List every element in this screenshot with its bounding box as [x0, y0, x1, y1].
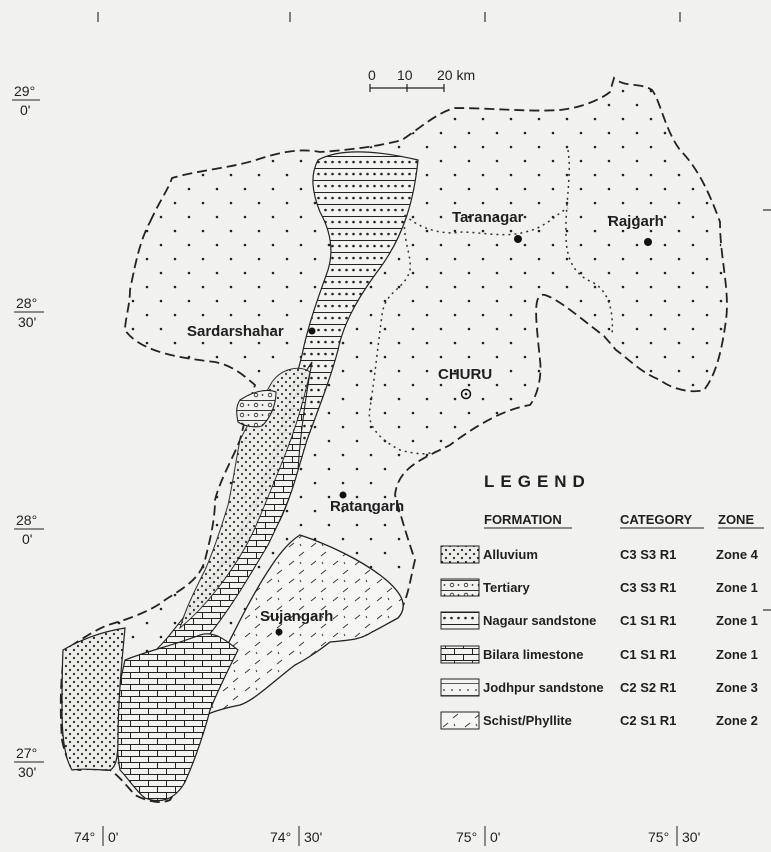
- legend-swatch-alluvium: [440, 545, 480, 564]
- scale-tick-20: 20 km: [437, 67, 475, 83]
- lat-28-deg: 28°: [16, 512, 37, 528]
- lon-74-30-min: 30': [304, 829, 322, 845]
- tertiary-patch: [236, 389, 277, 428]
- alluvium-belt: [179, 367, 311, 630]
- taranagar-marker: [514, 235, 522, 243]
- rajgarh-label: Rajgarh: [608, 213, 664, 230]
- legend-category-tertiary: C3 S3 R1: [620, 580, 676, 595]
- lat-28-30-deg: 28°: [16, 295, 37, 311]
- taranagar-label: Taranagar: [452, 209, 524, 226]
- legend-swatch-jodhpur: [440, 678, 480, 697]
- legend-header-zone: ZONE: [718, 512, 754, 527]
- district-boundary: [59, 76, 728, 803]
- legend-header-formation: FORMATION: [484, 512, 562, 527]
- lon-75-deg: 75°: [456, 829, 477, 845]
- legend-zone-alluvium: Zone 4: [716, 547, 759, 562]
- lon-74-30-deg: 74°: [270, 829, 291, 845]
- legend-zone-jodhpur: Zone 3: [716, 680, 758, 695]
- frame-ticks: [97, 12, 771, 611]
- legend-swatch-schist: [440, 711, 480, 730]
- lon-74-deg: 74°: [74, 829, 95, 845]
- legend-swatch-bilara: [440, 645, 480, 664]
- legend-formation-jodhpur: Jodhpur sandstone: [483, 680, 604, 695]
- sardarshahar-label: Sardarshahar: [187, 323, 284, 340]
- lon-75-30-min: 30': [682, 829, 700, 845]
- legend-formation-nagaur: Nagaur sandstone: [483, 613, 596, 628]
- legend-category-bilara: C1 S1 R1: [620, 647, 676, 662]
- lat-28-min: 0': [22, 531, 32, 547]
- scale-tick-0: 0: [368, 67, 376, 83]
- legend-category-alluvium: C3 S3 R1: [620, 547, 676, 562]
- lon-74-min: 0': [108, 829, 118, 845]
- lon-75-30-deg: 75°: [648, 829, 669, 845]
- sujangarh-marker: [275, 628, 283, 636]
- lon-75-min: 0': [490, 829, 500, 845]
- legend-zone-bilara: Zone 1: [716, 647, 758, 662]
- lat-29-deg: 29°: [14, 83, 35, 99]
- legend-formation-alluvium: Alluvium: [483, 547, 538, 562]
- legend-category-schist: C2 S1 R1: [620, 713, 676, 728]
- legend-zone-tertiary: Zone 1: [716, 580, 758, 595]
- legend-zone-schist: Zone 2: [716, 713, 758, 728]
- churu-label: CHURU: [438, 366, 492, 383]
- legend-formation-schist: Schist/Phyllite: [483, 713, 572, 728]
- legend-zone-nagaur: Zone 1: [716, 613, 758, 628]
- lat-29-min: 0': [20, 102, 30, 118]
- legend-header-category: CATEGORY: [620, 512, 693, 527]
- legend: LEGEND FORMATION CATEGORY ZONE Alluvium …: [440, 472, 764, 730]
- churu-marker: [460, 388, 472, 400]
- legend-swatch-tertiary: [440, 578, 480, 597]
- legend-swatch-nagaur: [440, 611, 480, 630]
- sujangarh-label: Sujangarh: [260, 608, 333, 625]
- lat-27-30-min: 30': [18, 764, 36, 780]
- rajgarh-marker: [644, 238, 652, 246]
- sardarshahar-marker: [308, 327, 316, 335]
- legend-title: LEGEND: [484, 472, 591, 491]
- scale-tick-10: 10: [397, 67, 413, 83]
- latitude-labels: 29° 0' 28° 30' 28° 0' 27° 30': [12, 83, 44, 780]
- ratangarh-marker: [339, 491, 347, 499]
- lat-28-30-min: 30': [18, 314, 36, 330]
- lat-27-30-deg: 27°: [16, 745, 37, 761]
- legend-formation-tertiary: Tertiary: [483, 580, 530, 595]
- bilara-southwest: [116, 633, 239, 802]
- alluvium-west: [61, 627, 126, 771]
- ratangarh-label: Ratangarh: [330, 498, 404, 515]
- legend-category-jodhpur: C2 S2 R1: [620, 680, 676, 695]
- longitude-labels: 74° 0' 74° 30' 75° 0' 75° 30': [74, 826, 700, 846]
- legend-formation-bilara: Bilara limestone: [483, 647, 583, 662]
- tehsil-boundaries: [368, 149, 614, 455]
- places: Taranagar Rajgarh Sardarshahar CHURU Rat…: [187, 209, 664, 636]
- legend-category-nagaur: C1 S1 R1: [620, 613, 676, 628]
- schist-area: [199, 534, 404, 720]
- scale-bar: 0 10 20 km: [368, 67, 475, 92]
